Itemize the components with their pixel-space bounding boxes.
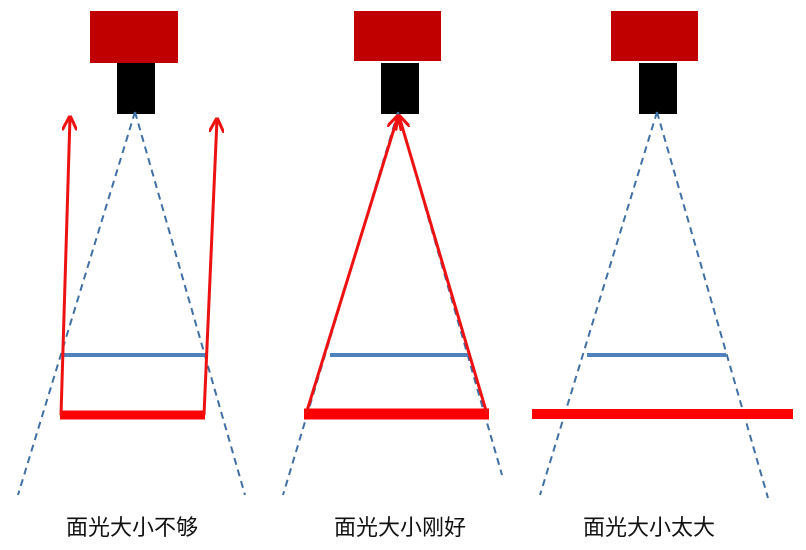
camera-lens xyxy=(381,63,419,114)
field-of-view-left xyxy=(539,111,658,496)
camera-lens xyxy=(117,63,155,114)
camera-lens xyxy=(639,63,677,114)
camera-body xyxy=(354,11,441,61)
reflection-ray-left xyxy=(304,116,398,415)
camera-body xyxy=(611,11,698,61)
panel-just-right xyxy=(282,11,503,496)
panel-too-large xyxy=(532,11,793,499)
caption-too-small: 面光大小不够 xyxy=(65,516,198,541)
field-of-view-left xyxy=(17,111,136,496)
panel-too-small xyxy=(17,11,246,496)
reflection-ray-right xyxy=(399,116,489,415)
reflection-ray-right xyxy=(202,119,217,416)
camera-body xyxy=(90,11,178,63)
field-of-view-right xyxy=(656,111,769,499)
reflection-ray-left xyxy=(59,117,70,416)
caption-too-large: 面光大小太大 xyxy=(582,516,715,541)
field-of-view-right xyxy=(134,111,246,496)
caption-just-right: 面光大小刚好 xyxy=(333,516,466,541)
